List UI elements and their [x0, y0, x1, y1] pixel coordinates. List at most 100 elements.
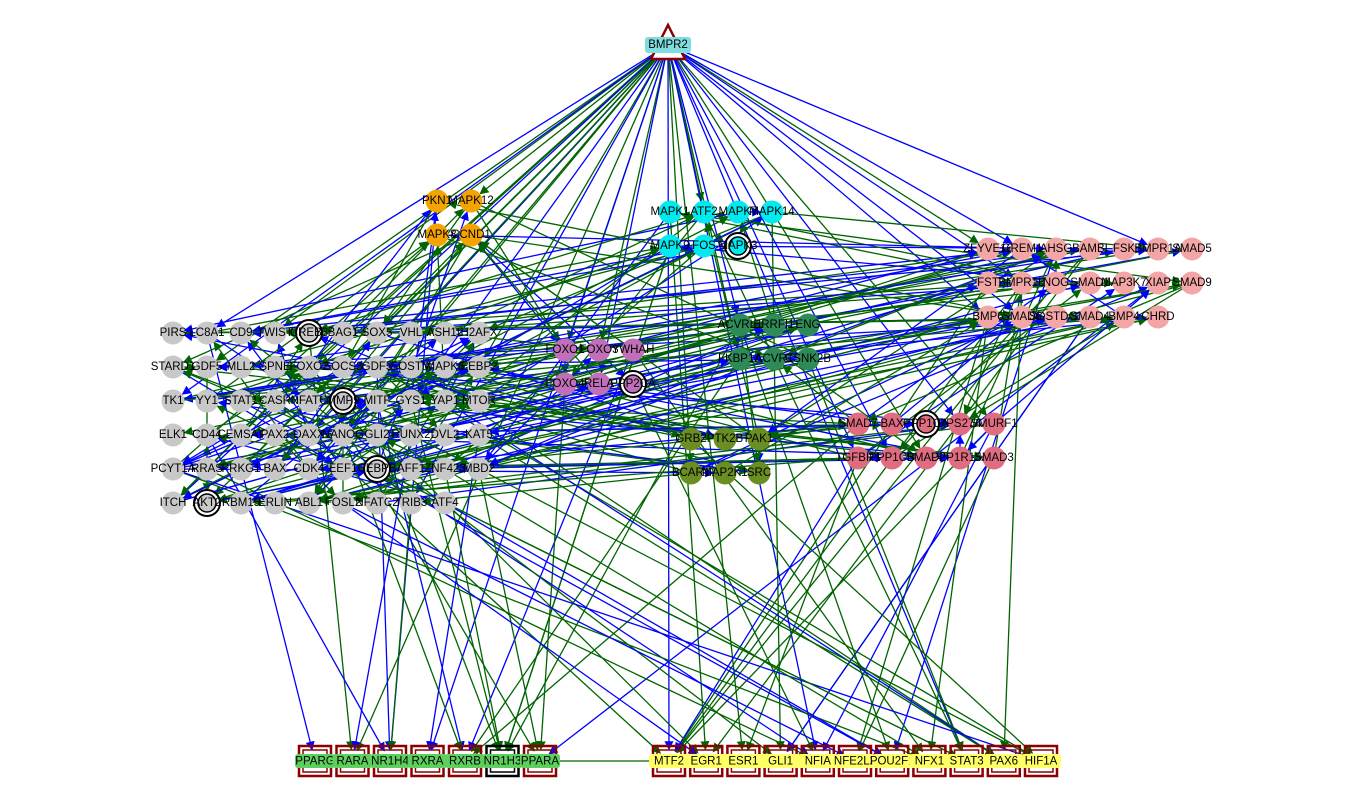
node-ccnd1[interactable]: CCND1	[451, 223, 491, 247]
node-ppp1r15a[interactable]: PPP1R15A	[931, 446, 990, 470]
node-pax2[interactable]: PAX2	[261, 423, 290, 447]
node-fkbp1a[interactable]: FKBP1A	[718, 347, 762, 371]
node-spne[interactable]: SPNE	[259, 355, 291, 379]
node-cd9[interactable]: CD9	[229, 321, 253, 345]
node-sostdc1[interactable]: SOSTDC1	[1029, 305, 1083, 329]
node-csnk2b[interactable]: CSNK2B	[785, 347, 831, 371]
node-mapk6[interactable]: MAPK6	[426, 355, 465, 379]
node-acvrl1[interactable]: ACVRL1	[718, 313, 763, 337]
node-ppp1ca[interactable]: PPP1CA	[903, 410, 949, 438]
node-daxx[interactable]: DAXX	[293, 423, 325, 447]
node-bax[interactable]: BAX	[880, 412, 904, 436]
node-map2k1[interactable]: MAP2K1	[702, 461, 748, 485]
node-smad2[interactable]: SMAD2	[906, 446, 946, 470]
tf-stat3[interactable]: STAT3	[946, 744, 987, 778]
node-mll2[interactable]: MLL2	[227, 355, 256, 379]
node-pkn1[interactable]: PKN1	[422, 189, 452, 213]
node-foxo4[interactable]: FOXO4	[546, 372, 586, 396]
node-bmp6[interactable]: BMP6	[972, 305, 1004, 329]
node-rbm15[interactable]: RBM15	[222, 491, 260, 515]
node-rps27a[interactable]: RPS27A	[938, 412, 982, 436]
node-smad3[interactable]: SMAD3	[974, 446, 1014, 470]
node-mapk8[interactable]: MAPK8	[418, 223, 457, 247]
node-fos[interactable]: FOS	[692, 234, 716, 258]
node-smad4[interactable]: SMAD4	[1070, 305, 1110, 329]
node-kat5[interactable]: KAT5	[465, 423, 493, 447]
node-tgfbr1[interactable]: TGFBR1	[835, 446, 881, 470]
node-zfyve16[interactable]: ZFYVE16	[963, 237, 1013, 261]
node-pak1[interactable]: PAK1	[745, 427, 774, 451]
node-stat1[interactable]: STAT1	[224, 389, 258, 413]
node-mtor[interactable]: MTOR	[462, 389, 496, 413]
node-cd44[interactable]: CD44	[192, 423, 222, 447]
node-mitf[interactable]: MITF	[364, 389, 391, 413]
node-xiap[interactable]: XIAP	[1145, 271, 1172, 295]
tf-nfia[interactable]: NFIA	[797, 744, 838, 778]
node-eef1[interactable]: EEF1	[329, 457, 358, 481]
node-znf423[interactable]: ZNF423	[424, 457, 466, 481]
node-sostm[interactable]: SOSTM	[391, 355, 432, 379]
node-aff1[interactable]: AFF1	[397, 457, 425, 481]
node-ahsg[interactable]: AHSG	[1040, 237, 1073, 261]
node-creb3[interactable]: CREB3	[290, 319, 328, 347]
node-nog[interactable]: NOG	[1043, 271, 1069, 295]
node-smurf1[interactable]: SMURF1	[970, 412, 1018, 436]
node-h2afx[interactable]: H2AFX	[460, 321, 498, 345]
tf-rxrb[interactable]: RXRB	[445, 744, 485, 778]
node-cebpb[interactable]: CEBPB	[358, 455, 397, 483]
node-atf4[interactable]: ATF4	[431, 491, 459, 515]
tf-pparg[interactable]: PPARG	[295, 744, 335, 778]
node-bambi[interactable]: BAMBI	[1072, 237, 1108, 261]
node-smad1[interactable]: SMAD1	[1070, 271, 1110, 295]
node-ywhah[interactable]: YWHAH	[612, 338, 655, 362]
node-rela[interactable]: RELA	[584, 372, 614, 396]
node-gdf5[interactable]: GDF5	[362, 355, 393, 379]
node-cdk4[interactable]: CDK4	[294, 457, 325, 481]
node-fst[interactable]: FST	[976, 271, 1000, 295]
tf-nfe2l2[interactable]: NFE2L2	[834, 744, 876, 778]
node-ppp1cb[interactable]: PPP1CB	[869, 446, 915, 470]
node-grb2[interactable]: GRB2	[675, 427, 707, 451]
node-smad7[interactable]: SMAD7	[838, 412, 878, 436]
node-trib3[interactable]: TRIB3	[395, 491, 428, 515]
node-akt2[interactable]: AKT2	[193, 489, 222, 517]
node-mapk3[interactable]: MAPK3	[719, 232, 758, 260]
tf-egr1[interactable]: EGR1	[686, 744, 727, 778]
node-ash1l[interactable]: ASH1L	[427, 321, 464, 345]
node-mapk7[interactable]: MAPK7	[719, 200, 758, 224]
node-map3k7[interactable]: MAP3K7	[1101, 271, 1147, 295]
node-bmpr1a[interactable]: BMPR1A	[1134, 237, 1182, 261]
node-cemsat[interactable]: CEMSAT	[217, 423, 265, 447]
node-mapk12[interactable]: MAPK12	[448, 189, 494, 213]
node-stard1[interactable]: STARD1	[151, 355, 196, 379]
node-fosl2[interactable]: FOSL2	[325, 491, 361, 515]
node-mapk9[interactable]: MAPK9	[651, 234, 690, 258]
node-rras[interactable]: RRAS	[191, 457, 223, 481]
node-casr[interactable]: CASR	[259, 389, 291, 413]
tf-pax6[interactable]: PAX6	[983, 744, 1024, 778]
node-yap1[interactable]: YAP1	[431, 389, 460, 413]
node-atf2[interactable]: ATF2	[690, 200, 718, 224]
tf-mtf2[interactable]: MTF2	[649, 744, 689, 778]
node-smad5[interactable]: SMAD5	[1172, 237, 1212, 261]
node-acvr1[interactable]: ACVR1	[755, 347, 793, 371]
node-itch[interactable]: ITCH	[160, 491, 187, 515]
node-bcar1[interactable]: BCAR1	[672, 461, 710, 485]
node-ptk2b[interactable]: PTK2B	[707, 427, 744, 451]
node-pcyt1a[interactable]: PCYT1A	[151, 457, 196, 481]
node-sox5[interactable]: SOX5	[362, 321, 393, 345]
node-bag1[interactable]: BAG1	[328, 321, 359, 345]
node-mmp9[interactable]: MMP9	[326, 387, 360, 415]
tf-rxra[interactable]: RXRA	[407, 744, 448, 778]
node-smad9[interactable]: SMAD9	[1172, 271, 1212, 295]
node-foxo3[interactable]: FOXO3	[580, 338, 619, 362]
tf-gli1[interactable]: GLI1	[760, 744, 801, 778]
node-mbd2[interactable]: MBD2	[463, 457, 495, 481]
node-bmp4[interactable]: BMP4	[1108, 305, 1140, 329]
tf-rara[interactable]: RARA	[332, 744, 373, 778]
node-erlin[interactable]: ERLIN	[258, 491, 292, 515]
node-twist[interactable]: TWIST	[257, 321, 293, 345]
node-lc8a1[interactable]: LC8A1	[189, 321, 225, 345]
tf-nr1h4[interactable]: NR1H4	[370, 744, 410, 778]
node-eebp2[interactable]: EEBP2	[460, 355, 498, 379]
